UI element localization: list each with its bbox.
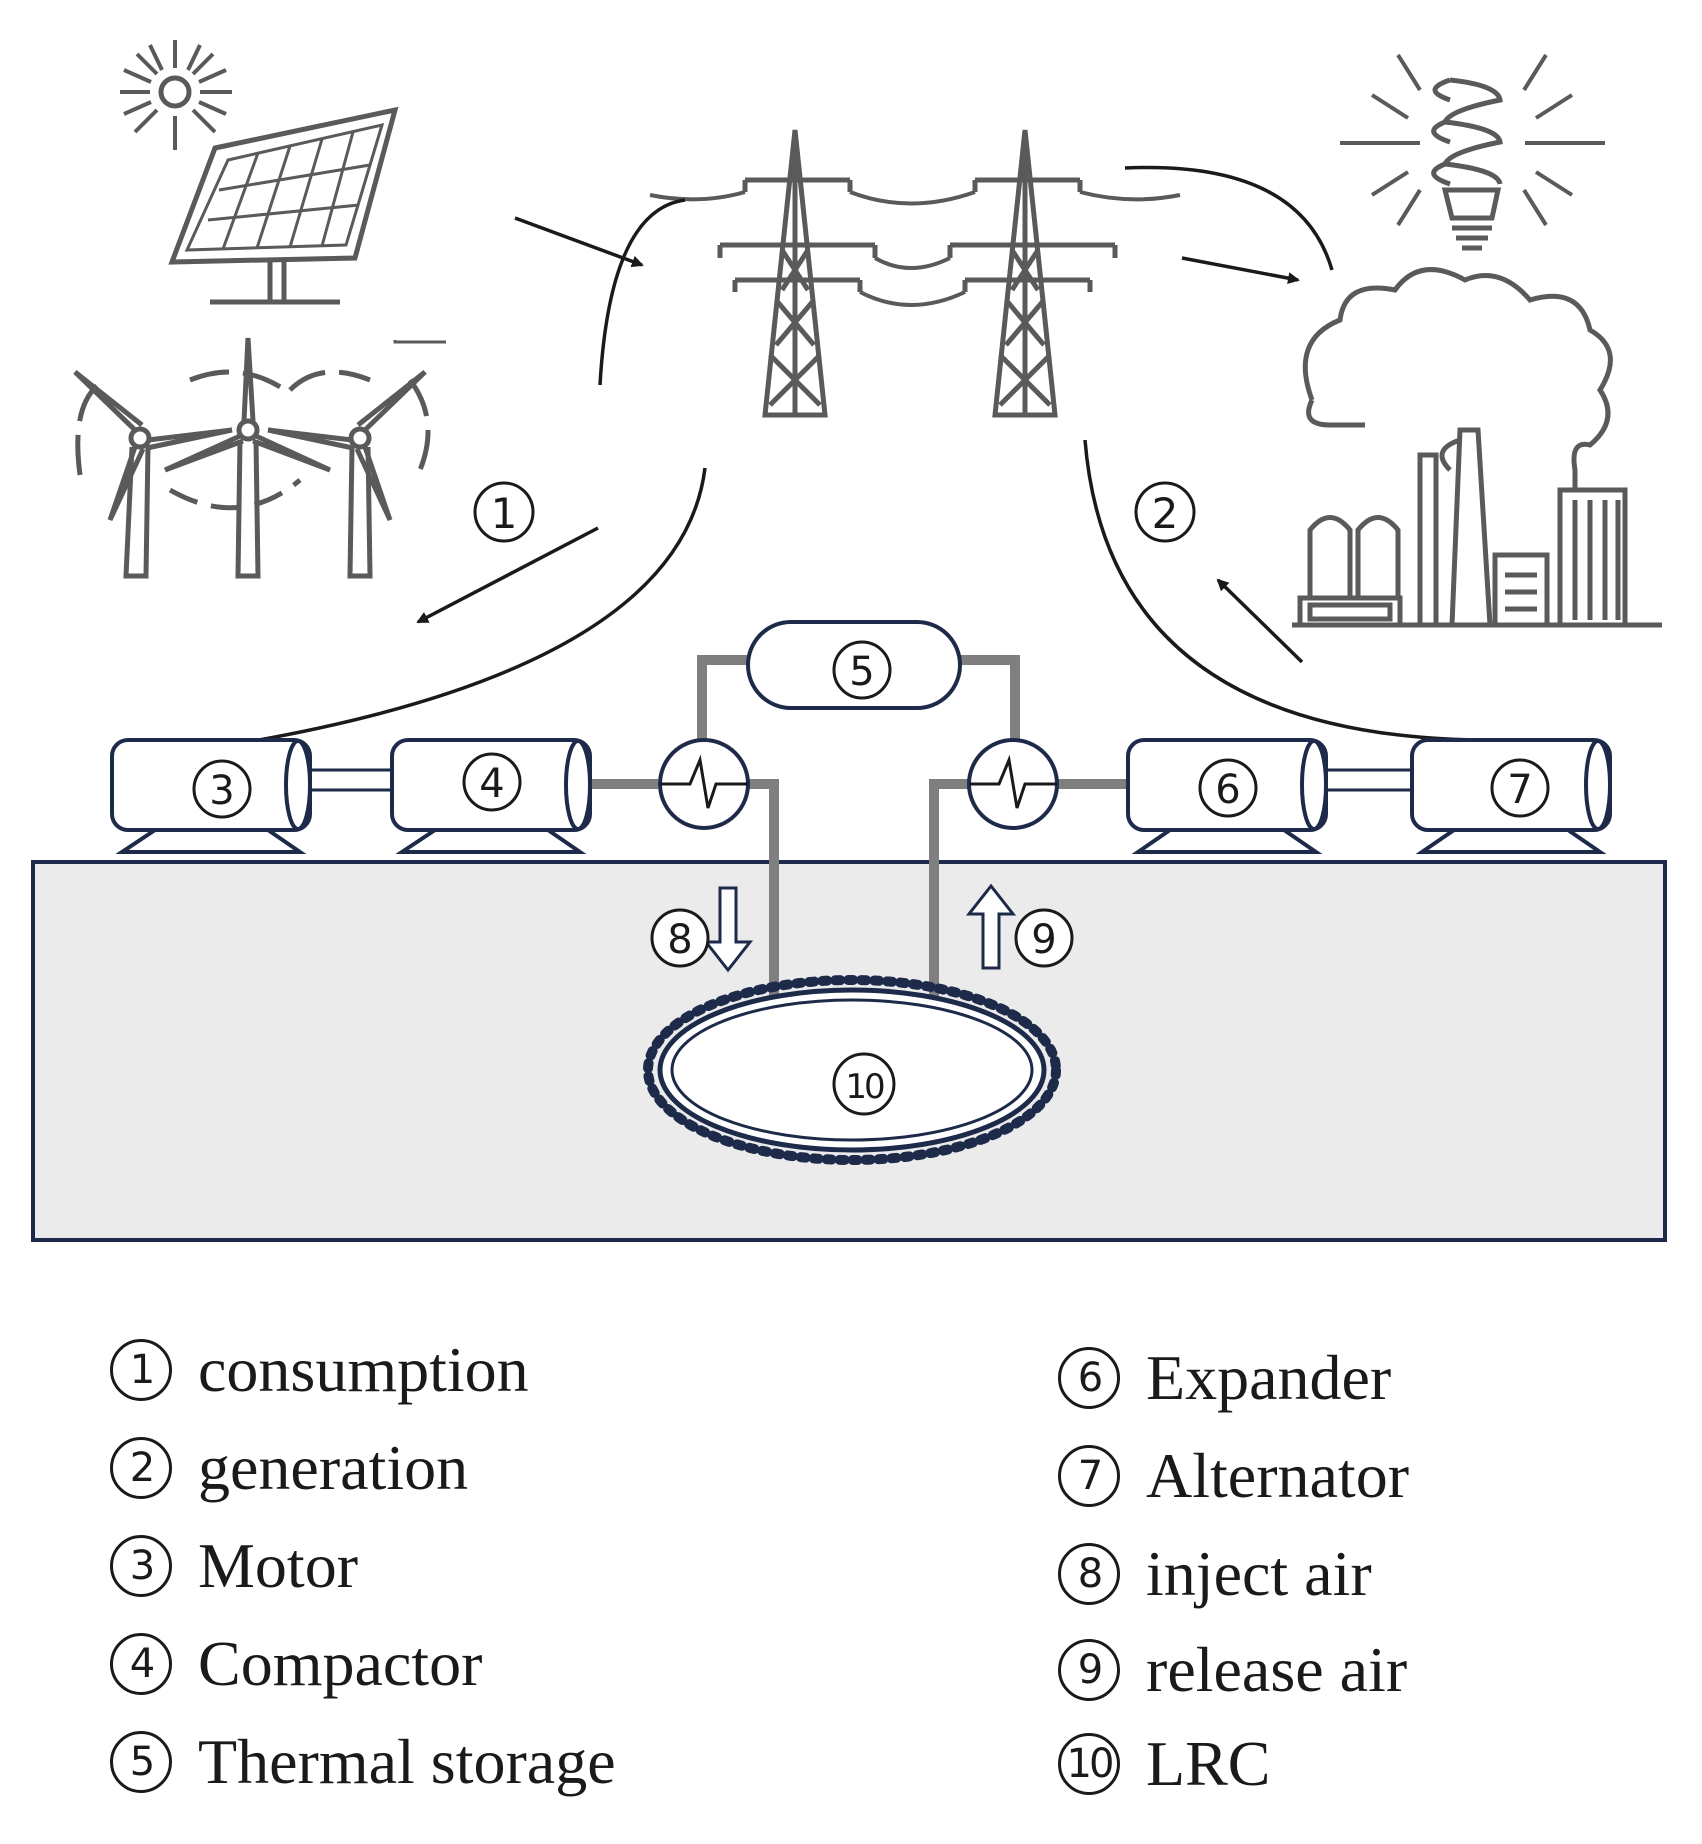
legend-item-generation: 2 generation — [110, 1428, 468, 1508]
svg-text:3: 3 — [209, 768, 234, 814]
output-curve-right — [1124, 165, 1334, 271]
legend-number: 4 — [110, 1633, 172, 1695]
svg-text:7: 7 — [1507, 767, 1532, 813]
legend-item-alternator: 7 Alternator — [1058, 1436, 1409, 1516]
shafts — [296, 768, 1418, 792]
supply-curve-left — [598, 198, 686, 386]
svg-text:6: 6 — [1215, 767, 1240, 813]
svg-text:4: 4 — [479, 761, 504, 807]
legend-label: inject air — [1146, 1538, 1372, 1609]
supply-arrow-left — [514, 216, 644, 268]
svg-text:1: 1 — [491, 489, 518, 538]
factory-icon — [1292, 267, 1662, 628]
output-arrow-right — [1181, 256, 1300, 285]
legend-number: 7 — [1058, 1445, 1120, 1507]
legend-label: Alternator — [1146, 1440, 1409, 1511]
release-air-arrow: 9 — [965, 883, 1074, 970]
generation-curve — [1083, 439, 1506, 742]
heat-exchanger-left — [658, 738, 750, 830]
legend-number: 2 — [110, 1437, 172, 1499]
legend-number: 6 — [1058, 1347, 1120, 1409]
transmission-towers-icon — [649, 129, 1181, 418]
legend-label: Thermal storage — [198, 1726, 616, 1797]
heat-exchanger-right — [967, 738, 1059, 830]
inject-air-arrow: 8 — [650, 886, 754, 973]
legend: 1 consumption 2 generation 3 Motor 4 Com… — [0, 1300, 1702, 1840]
legend-label: Motor — [198, 1530, 358, 1601]
legend-label: release air — [1146, 1634, 1408, 1705]
legend-number: 3 — [110, 1535, 172, 1597]
legend-item-inject-air: 8 inject air — [1058, 1534, 1372, 1614]
pipes — [580, 655, 1130, 998]
consumption-arrow — [416, 526, 599, 624]
legend-item-motor: 3 Motor — [110, 1526, 358, 1606]
flow-lines — [229, 165, 1506, 747]
legend-label: Compactor — [198, 1628, 483, 1699]
legend-item-thermal-storage: 5 Thermal storage — [110, 1722, 616, 1802]
svg-text:10: 10 — [845, 1067, 884, 1107]
legend-number: 8 — [1058, 1543, 1120, 1605]
legend-item-lrc: 10 LRC — [1058, 1724, 1270, 1804]
svg-text:5: 5 — [849, 649, 874, 695]
svg-text:8: 8 — [667, 917, 692, 963]
legend-number: 9 — [1058, 1639, 1120, 1701]
marker-2: 2 — [1134, 481, 1196, 543]
svg-text:2: 2 — [1152, 489, 1179, 538]
legend-label: generation — [198, 1432, 469, 1503]
generation-arrow — [1216, 578, 1304, 664]
legend-number: 5 — [110, 1731, 172, 1793]
lrc-cavern: 10 — [643, 975, 1061, 1165]
expander-machine: 6 — [1126, 738, 1328, 854]
motor-machine: 3 — [110, 738, 312, 854]
legend-label: consumption — [198, 1334, 529, 1405]
legend-number: 1 — [110, 1339, 172, 1401]
thermal-storage-tank: 5 — [746, 620, 962, 710]
legend-item-expander: 6 Expander — [1058, 1338, 1391, 1418]
legend-number: 10 — [1058, 1733, 1120, 1795]
marker-1: 1 — [473, 481, 535, 543]
solar-panel-icon — [120, 40, 446, 344]
svg-text:9: 9 — [1031, 917, 1056, 963]
legend-label: Expander — [1146, 1342, 1392, 1413]
legend-item-consumption: 1 consumption — [110, 1330, 529, 1410]
legend-item-compactor: 4 Compactor — [110, 1624, 482, 1704]
alternator-machine: 7 — [1410, 738, 1612, 854]
wind-turbines-icon — [73, 337, 431, 579]
legend-label: LRC — [1146, 1728, 1271, 1799]
legend-item-release-air: 9 release air — [1058, 1630, 1407, 1710]
light-bulb-icon — [1340, 53, 1605, 251]
compactor-machine: 4 — [390, 738, 592, 854]
consumption-curve — [229, 467, 707, 747]
